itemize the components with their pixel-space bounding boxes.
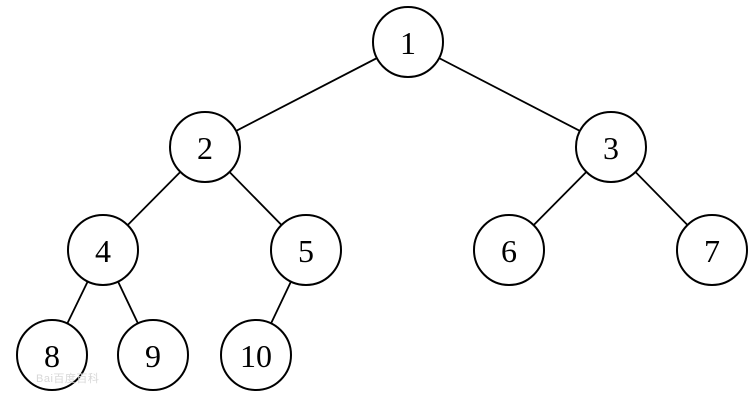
tree-node-6: 6 [473,214,545,286]
node-circle [676,214,748,286]
node-circle [169,111,241,183]
node-circle [372,6,444,78]
tree-node-5: 5 [270,214,342,286]
node-circle [117,319,189,391]
tree-node-8: 8 [16,319,88,391]
tree-node-10: 10 [220,319,292,391]
node-label: 8 [44,338,60,374]
node-label: 3 [603,130,619,166]
tree-node-9: 9 [117,319,189,391]
node-circle [270,214,342,286]
watermark-logo: Bai百度百科 [36,373,100,385]
node-circle [16,319,88,391]
node-label: 2 [197,130,213,166]
node-circle [575,111,647,183]
node-label: 7 [704,233,720,269]
tree-nodes: 1 2 3 4 5 6 7 8 9 10 [16,6,748,391]
tree-node-4: 4 [67,214,139,286]
node-label: 10 [240,338,272,374]
node-label: 9 [145,338,161,374]
node-circle [220,319,292,391]
tree-node-7: 7 [676,214,748,286]
edge-1-2 [204,41,409,148]
tree-node-1: 1 [372,6,444,78]
tree-edges [51,41,713,356]
tree-node-3: 3 [575,111,647,183]
node-label: 1 [400,25,416,61]
tree-node-2: 2 [169,111,241,183]
node-circle [473,214,545,286]
node-label: 4 [95,233,111,269]
node-circle [67,214,139,286]
node-label: 5 [298,233,314,269]
edge-1-3 [407,41,612,148]
node-label: 6 [501,233,517,269]
